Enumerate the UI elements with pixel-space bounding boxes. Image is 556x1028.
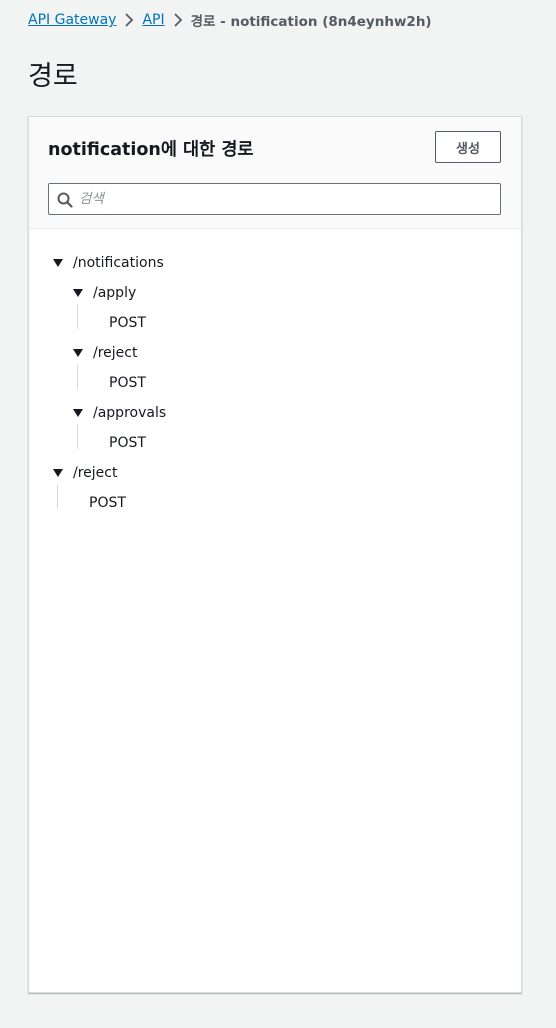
tree-item-label: /apply — [93, 285, 137, 301]
breadcrumb: API Gateway API 경로 - notification (8n4ey… — [28, 10, 432, 30]
panel-title: notification에 대한 경로 — [48, 140, 254, 160]
tree-item-notifications[interactable]: /notifications — [53, 253, 164, 273]
panel-header: notification에 대한 경로 생성 — [29, 117, 521, 229]
caret-down-icon[interactable] — [73, 289, 83, 297]
method-label: POST — [109, 435, 146, 451]
method-post-reject-root[interactable]: POST — [89, 493, 126, 513]
search-icon — [57, 192, 73, 208]
method-label: POST — [109, 315, 146, 331]
search-input[interactable] — [79, 184, 489, 214]
tree-item-label: /reject — [73, 465, 118, 481]
method-post-reject-child[interactable]: POST — [109, 373, 146, 393]
tree-item-label: /notifications — [73, 255, 164, 271]
breadcrumb-api[interactable]: API — [142, 12, 165, 28]
caret-down-icon[interactable] — [73, 409, 83, 417]
tree-item-apply[interactable]: /apply — [73, 283, 136, 303]
caret-down-icon[interactable] — [53, 469, 63, 477]
method-label: POST — [89, 495, 126, 511]
tree-guide — [77, 425, 78, 449]
tree-item-reject-root[interactable]: /reject — [53, 463, 117, 483]
resources-panel: notification에 대한 경로 생성 /notifications /a… — [28, 116, 522, 993]
tree-guide — [77, 365, 78, 389]
search-field[interactable] — [48, 183, 501, 215]
page-title: 경로 — [28, 61, 78, 92]
caret-down-icon[interactable] — [73, 349, 83, 357]
breadcrumb-current: 경로 - notification (8n4eynhw2h) — [190, 14, 432, 30]
chevron-right-icon — [165, 10, 191, 30]
tree-item-approvals[interactable]: /approvals — [73, 403, 166, 423]
method-post-apply[interactable]: POST — [109, 313, 146, 333]
tree-item-reject-child[interactable]: /reject — [73, 343, 137, 363]
create-button[interactable]: 생성 — [435, 131, 501, 163]
tree-item-label: /approvals — [93, 405, 167, 421]
tree-item-label: /reject — [93, 345, 138, 361]
breadcrumb-api-gateway[interactable]: API Gateway — [28, 12, 117, 28]
tree-guide — [77, 305, 78, 329]
caret-down-icon[interactable] — [53, 259, 63, 267]
method-post-approvals[interactable]: POST — [109, 433, 146, 453]
tree-guide — [57, 485, 58, 509]
method-label: POST — [109, 375, 146, 391]
chevron-right-icon — [116, 10, 142, 30]
